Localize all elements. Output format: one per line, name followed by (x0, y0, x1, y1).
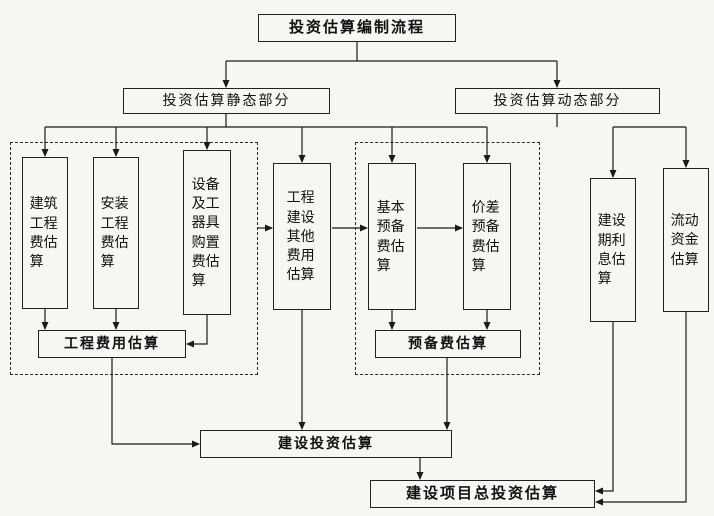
flow-title-box: 投资估算编制流程 (258, 14, 456, 42)
building-cost-box: 建筑工程费估算 (22, 157, 68, 309)
building-cost-label: 建筑工程费估算 (29, 195, 58, 270)
working-capital-box: 流动资金估算 (663, 168, 709, 312)
engineering-cost-summary-box: 工程费用估算 (38, 330, 186, 358)
basic-reserve-label: 基本预备费估算 (376, 198, 405, 273)
construction-interest-label: 建设期利息估算 (597, 212, 626, 287)
total-investment-box: 建设项目总投资估算 (370, 480, 595, 508)
equipment-cost-label: 设备及工器具购置费估算 (191, 175, 220, 289)
working-capital-label: 流动资金估算 (670, 212, 699, 267)
construction-investment-box: 建设投资估算 (200, 430, 452, 458)
other-construction-cost-box: 工程建设其他费用估算 (273, 163, 331, 310)
other-construction-cost-label: 工程建设其他费用估算 (286, 189, 315, 283)
price-diff-reserve-box: 价差预备费估算 (463, 163, 511, 310)
basic-reserve-box: 基本预备费估算 (368, 163, 416, 310)
equipment-cost-box: 设备及工器具购置费估算 (183, 150, 231, 315)
dynamic-branch-box: 投资估算动态部分 (455, 88, 660, 114)
price-diff-reserve-label: 价差预备费估算 (471, 198, 500, 273)
construction-interest-box: 建设期利息估算 (590, 178, 636, 322)
reserve-summary-box: 预备费估算 (375, 330, 521, 358)
installation-cost-box: 安装工程费估算 (93, 157, 139, 309)
installation-cost-label: 安装工程费估算 (100, 195, 129, 270)
static-branch-box: 投资估算静态部分 (123, 88, 330, 114)
